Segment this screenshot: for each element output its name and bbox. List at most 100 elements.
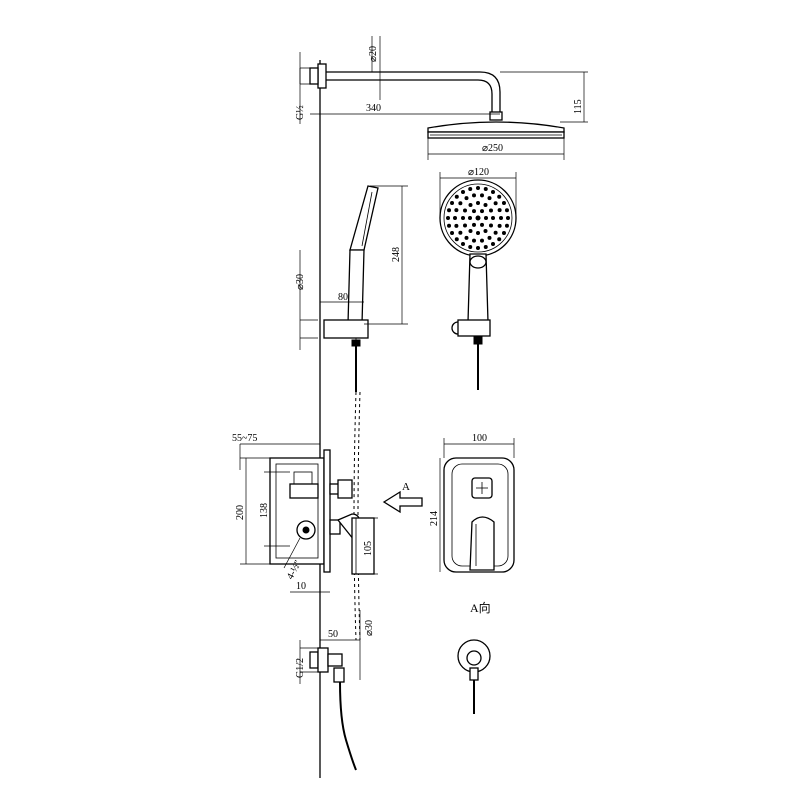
nozzle-pattern bbox=[446, 186, 510, 250]
dim-valve-front: 100 214 bbox=[429, 433, 515, 572]
thread-bottom-label: G1/2 bbox=[295, 658, 306, 678]
dim-head-drop: 115 bbox=[500, 71, 588, 123]
rain-shower-head bbox=[427, 121, 565, 139]
bracket-depth-label: 80 bbox=[338, 292, 348, 303]
outlet-dia-label: ⌀30 bbox=[364, 620, 375, 636]
nozzle-dot bbox=[476, 186, 480, 190]
nozzle-dot bbox=[472, 238, 477, 243]
nozzle-dot bbox=[491, 216, 495, 220]
wall-outlet-front bbox=[457, 639, 491, 714]
nozzle-dot bbox=[479, 193, 484, 198]
nozzle-dot bbox=[493, 201, 498, 206]
nozzle-dot bbox=[472, 193, 477, 198]
nozzle-dot bbox=[458, 201, 463, 206]
nozzle-dot bbox=[461, 241, 465, 246]
nozzle-dot bbox=[493, 230, 498, 235]
nozzle-dot bbox=[446, 216, 450, 220]
nozzle-dot bbox=[464, 235, 469, 240]
view-caption: A向 bbox=[470, 600, 491, 615]
nozzle-dot bbox=[453, 216, 457, 220]
bracket-dia-label: ⌀30 bbox=[295, 274, 306, 290]
nozzle-dot bbox=[497, 223, 502, 228]
dim-arm-dia: ⌀20 bbox=[368, 36, 381, 100]
nozzle-dot bbox=[501, 231, 506, 235]
nozzle-dot bbox=[483, 244, 488, 249]
nozzle-dot bbox=[454, 208, 459, 213]
nozzle-dot bbox=[504, 208, 509, 213]
nozzle-dot bbox=[472, 209, 476, 214]
head-drop-label: 115 bbox=[573, 99, 584, 114]
nozzle-dot bbox=[488, 223, 493, 228]
nozzle-dot bbox=[504, 223, 509, 228]
nozzle-dot bbox=[506, 216, 510, 220]
face-height-label: 214 bbox=[429, 511, 440, 526]
nozzle-dot bbox=[468, 244, 473, 249]
dim-bracket: ⌀30 80 bbox=[295, 250, 364, 350]
dim-thread-top: G½ bbox=[295, 52, 318, 124]
wall-depth-label: 55~75 bbox=[232, 433, 257, 444]
nozzle-dot bbox=[488, 208, 493, 213]
nozzle-dot bbox=[454, 194, 459, 199]
nozzle-dot bbox=[484, 216, 488, 220]
nozzle-dot bbox=[483, 228, 488, 233]
nozzle-dot bbox=[476, 246, 480, 250]
nozzle-dot bbox=[468, 203, 473, 208]
valve-width-label: 100 bbox=[472, 433, 487, 444]
nozzle-dot bbox=[458, 230, 463, 235]
dim-hand-length: 248 bbox=[364, 185, 408, 325]
nozzle-dot bbox=[499, 216, 503, 220]
dim-head-dia: ⌀250 bbox=[427, 138, 565, 160]
offset-label: 10 bbox=[296, 581, 306, 592]
nozzle-dot bbox=[463, 208, 468, 213]
valve-front bbox=[443, 457, 515, 573]
view-arrow-label: A bbox=[402, 481, 410, 493]
nozzle-dot bbox=[480, 222, 484, 227]
wall-outlet-side bbox=[309, 647, 357, 771]
view-arrow-a: A bbox=[382, 481, 423, 514]
thread-top-label: G½ bbox=[295, 105, 306, 120]
nozzle-dot bbox=[479, 238, 484, 243]
hand-dia-label: ⌀120 bbox=[468, 167, 489, 178]
nozzle-dot bbox=[468, 228, 473, 233]
nozzle-dot bbox=[454, 223, 459, 228]
dim-hand-dia: ⌀120 bbox=[439, 167, 517, 214]
valve-inner-label: 138 bbox=[259, 503, 270, 518]
head-dia-label: ⌀250 bbox=[482, 143, 503, 154]
nozzle-dot bbox=[476, 201, 480, 205]
nozzle-dot bbox=[497, 208, 502, 213]
nozzle-dot bbox=[476, 231, 480, 235]
nozzle-dot bbox=[461, 190, 465, 195]
outlet-depth-label: 50 bbox=[328, 629, 338, 640]
arm-length-label: 340 bbox=[366, 103, 381, 114]
nozzle-dot bbox=[475, 215, 481, 221]
nozzle-dot bbox=[468, 216, 472, 220]
arm-dia-label: ⌀20 bbox=[368, 46, 379, 62]
valve-side bbox=[269, 449, 375, 575]
nozzle-dot bbox=[464, 196, 469, 201]
nozzle-dot bbox=[447, 223, 452, 228]
nozzle-dot bbox=[483, 203, 488, 208]
nozzle-dot bbox=[497, 237, 502, 242]
hand-shower-front bbox=[439, 179, 517, 390]
nozzle-dot bbox=[501, 201, 506, 205]
nozzle-dot bbox=[472, 222, 476, 227]
nozzle-dot bbox=[463, 223, 468, 228]
shower-arm bbox=[309, 63, 503, 121]
nozzle-dot bbox=[447, 208, 452, 213]
nozzle-dot bbox=[483, 187, 488, 192]
valve-height-label: 200 bbox=[235, 505, 246, 520]
nozzle-dot bbox=[454, 237, 459, 242]
hand-length-label: 248 bbox=[391, 247, 402, 262]
nozzle-dot bbox=[497, 194, 502, 199]
dim-arm-length: 340 bbox=[310, 103, 500, 115]
hand-shower-side bbox=[323, 185, 379, 392]
handle-height-label: 105 bbox=[363, 541, 374, 556]
nozzle-dot bbox=[480, 209, 484, 214]
nozzle-dot bbox=[450, 231, 455, 235]
dim-outlet: 50 ⌀30 G1/2 bbox=[295, 610, 375, 684]
nozzle-dot bbox=[487, 196, 492, 201]
nozzle-dot bbox=[491, 241, 495, 246]
nozzle-dot bbox=[487, 235, 492, 240]
